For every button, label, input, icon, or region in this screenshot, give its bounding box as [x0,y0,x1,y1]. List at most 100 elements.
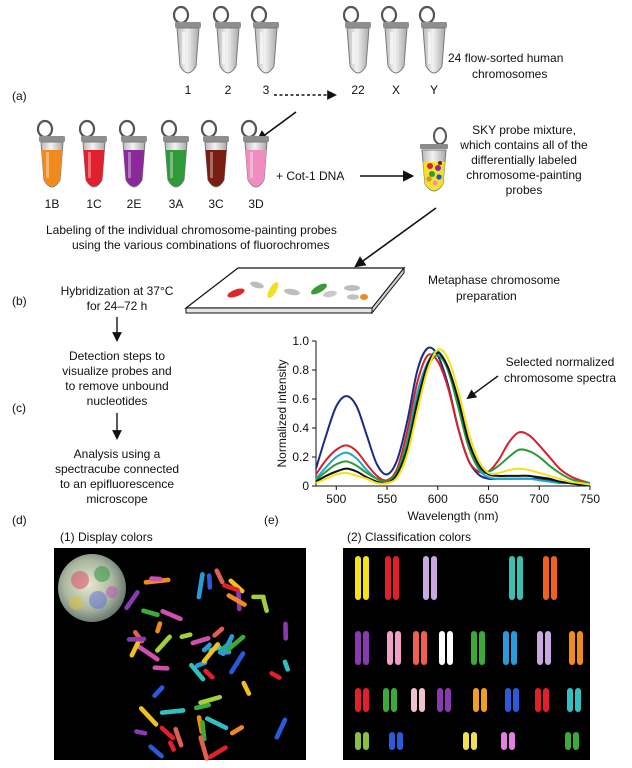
karyotype-chromosome [413,631,419,665]
karyotype-chromosome [513,688,519,712]
y-tick-label: 0.4 [292,421,309,435]
sky-line3: differentially labeled [471,153,577,167]
metaphase-chromosome [155,634,172,653]
chart-xlabel: Wavelength (nm) [408,509,499,523]
x-tick-label: 750 [580,492,600,506]
flow-caption-line2: chromosomes [472,67,547,81]
metaphase-chromosome [229,725,245,736]
karyotype-chromosome [509,732,515,750]
metaphase-chromosome [212,626,225,638]
tube-label: 1B [45,197,60,211]
slide-chromosome [347,294,359,300]
y-tick-label: 0.2 [292,450,309,464]
metaphase-chromosome [204,716,229,731]
karyotype-chromosome [569,631,575,665]
metaphase-chromosome [124,590,140,611]
metaphase-chromosome [148,744,164,759]
x-tick-label: 600 [428,492,448,506]
karyotype-chromosome [355,732,361,750]
metaphase-chromosome [168,740,176,752]
metaphase-chromosome [134,729,148,736]
metaphase-chromosome [196,572,205,600]
step-detection: Detection steps to visualize probes and … [62,349,171,408]
karyotype-chromosome [517,556,523,600]
metaphase-chromosome [129,636,143,658]
karyotype-chromosome [509,556,515,600]
karyotype-chromosome [471,631,477,665]
tube-label: 3C [208,197,224,211]
det-line1: Detection steps to [69,349,165,363]
metaphase-chromosome [198,735,209,761]
karyotype-chromosome [387,631,393,665]
classification-colors-title: (2) Classification colors [347,530,471,544]
tube-label: 2 [225,83,232,97]
probe-caption-line1: Labeling of the individual chromosome-pa… [46,223,337,237]
karyotype-chromosome [439,631,445,665]
tube-label: 22 [351,83,365,97]
karyotype-chromosome [421,631,427,665]
slide-chromosome [323,290,337,298]
flow-tube: 1 [172,5,201,97]
metaphase-chromosome [241,680,252,696]
slide-chromosome [360,294,368,300]
karyotype [355,556,583,750]
metaphase-chromosome [208,745,228,759]
slide-chromosome [250,281,264,289]
karyotype-chromosome [437,688,443,712]
y-tick-label: 0.8 [292,363,309,377]
probe-tube: 3D [240,119,269,211]
metaphase-chromosome [206,573,213,590]
metaphase-chromosome [201,642,212,653]
panel-label-a: (a) [12,89,27,103]
probe-tube: 1C [78,119,107,211]
metaphase-chromosome [159,725,176,741]
karyotype-chromosome [383,688,389,712]
sky-line5: probes [506,183,543,197]
metaphase-chromosome [269,671,282,680]
metaphase-chromosome [222,583,240,593]
ana-line4: microscope [86,492,148,506]
x-tick-label: 650 [479,492,499,506]
panel-label-d: (d) [12,513,27,527]
metaphase-chromosome [152,685,165,699]
tube-label: 3D [248,197,264,211]
karyotype-chromosome [471,732,477,750]
metaphase-chromosome [149,576,163,582]
karyotype-chromosome [573,732,579,750]
sky-line4: chromosome-painting [466,168,581,182]
ana-line1: Analysis using a [74,447,161,461]
karyotype-chromosome [511,631,517,665]
karyotype-chromosome [385,556,391,600]
karyotype-chromosome [355,556,361,600]
karyotype-chromosome [577,631,583,665]
karyotype-chromosome [363,732,369,750]
metaphase-chromosome [261,595,269,613]
metaphase-slide [184,266,406,315]
karyotype-chromosome [411,688,417,712]
classification-image [343,548,590,760]
metaphase-chromosome [138,706,159,727]
metaphase-chromosome [160,609,183,622]
karyotype-chromosome [393,556,399,600]
slide-chromosome [311,283,327,295]
x-tick-label: 550 [377,492,397,506]
flow-tube: 22 [342,5,371,97]
karyotype-chromosome [503,631,509,665]
karyotype-chromosome [363,688,369,712]
metaphase-chromosome [126,636,147,642]
karyotype-chromosome [463,732,469,750]
panel-label-e: (e) [264,513,279,527]
metaphase-chromosome [203,668,215,680]
arrow-to-probes [256,111,297,142]
metaphase-chromosome [155,621,163,634]
karyotype-chromosome [419,688,425,712]
metaphase-chromosome [198,694,223,705]
metaphase-chromosome [136,644,160,662]
karyotype-chromosome [445,688,451,712]
karyotype-chromosome [431,556,437,600]
metaphase-chromosome [179,632,193,640]
spectrum-line [315,354,591,485]
